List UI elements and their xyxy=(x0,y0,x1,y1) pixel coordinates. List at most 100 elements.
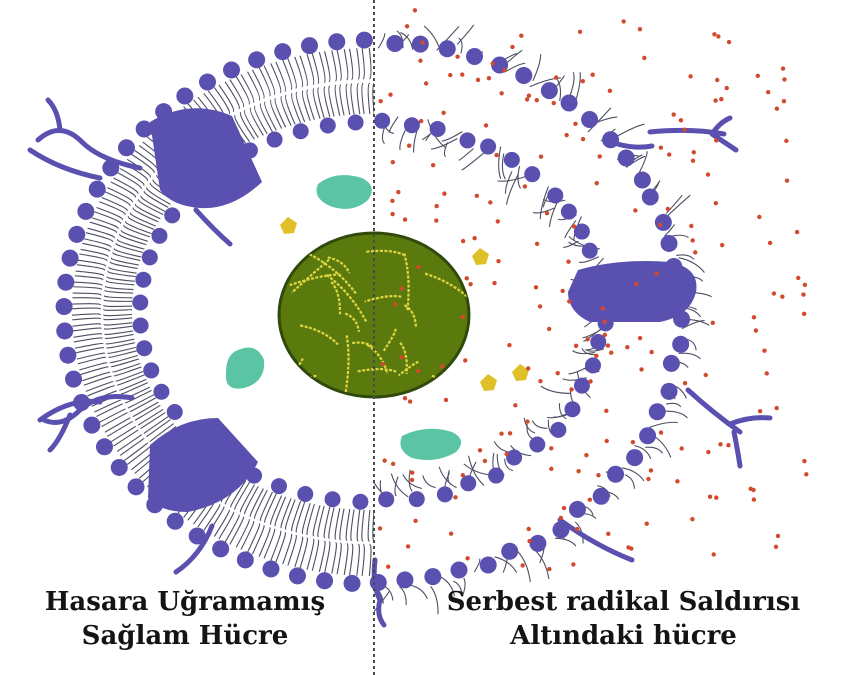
free-radical xyxy=(604,439,608,443)
glycoprotein-strand xyxy=(38,100,140,168)
lipid-tail xyxy=(379,510,381,541)
lipid-tail xyxy=(601,243,628,252)
lipid-tail xyxy=(313,505,320,535)
lipid-tail xyxy=(344,49,348,80)
free-radical xyxy=(621,19,625,23)
outer-lipid-head xyxy=(248,51,265,68)
outer-lipid-head xyxy=(57,274,74,291)
free-radical xyxy=(545,211,549,215)
free-radical xyxy=(581,137,585,141)
broken-lipid-tail xyxy=(322,15,327,42)
outer-lipid-head xyxy=(356,32,373,49)
free-radical xyxy=(575,527,579,531)
lipid-tail xyxy=(610,334,638,338)
lipid-tail xyxy=(568,426,591,444)
free-radical xyxy=(716,34,720,38)
broken-lipid-tail xyxy=(400,130,406,150)
broken-lipid-tail xyxy=(224,35,232,64)
lipid-tail xyxy=(443,501,451,531)
broken-lipid-tail xyxy=(448,470,451,484)
free-radical xyxy=(527,527,531,531)
free-radical xyxy=(461,473,465,477)
free-radical xyxy=(494,153,498,157)
lipid-tail xyxy=(525,505,541,531)
lipid-tail xyxy=(633,239,660,248)
lipid-tail xyxy=(628,222,654,233)
free-radical xyxy=(566,259,570,263)
free-radical xyxy=(484,123,488,127)
broken-lipid-tail xyxy=(148,270,166,275)
outer-lipid-head xyxy=(68,226,85,243)
lipid-tail xyxy=(426,540,432,570)
lipid-tail xyxy=(545,449,565,471)
free-radical xyxy=(590,73,594,77)
inner-lipid-head xyxy=(135,272,151,288)
lipid-tail xyxy=(357,48,360,79)
lipid-tail xyxy=(604,364,631,372)
free-radical xyxy=(391,160,395,164)
lipid-tail xyxy=(601,371,628,381)
chromatin-strand xyxy=(303,377,307,413)
lipid-tail xyxy=(75,276,103,280)
inner-lipid-head xyxy=(564,401,580,417)
free-radical xyxy=(666,207,670,211)
inner-lipid-head xyxy=(293,123,309,139)
outer-lipid-head xyxy=(118,139,135,156)
outer-lipid-head xyxy=(262,560,279,577)
lipid-tail xyxy=(414,87,419,118)
lipid-tail xyxy=(564,430,586,449)
broken-lipid-tail xyxy=(137,288,169,295)
lipid-tail xyxy=(404,50,407,81)
lipid-tail xyxy=(560,480,579,503)
outer-lipid-head xyxy=(663,355,680,372)
lipid-tail xyxy=(548,111,566,135)
inner-lipid-head xyxy=(136,340,152,356)
glycoprotein-strand xyxy=(688,390,770,466)
free-radical xyxy=(766,90,770,94)
lipid-tail xyxy=(609,343,637,348)
free-radical xyxy=(573,122,577,126)
lipid-tail xyxy=(626,395,652,406)
lipid-tail xyxy=(617,197,642,210)
lipid-tail xyxy=(588,398,613,412)
inner-lipid-head xyxy=(153,384,169,400)
lipid-tail xyxy=(75,343,103,348)
free-radical xyxy=(381,362,385,366)
lipid-tail xyxy=(392,544,394,575)
lipid-tail xyxy=(572,469,593,490)
free-radical xyxy=(595,181,599,185)
free-radical xyxy=(441,111,445,115)
lipid-tail xyxy=(594,225,620,237)
lipid-tail xyxy=(568,180,591,198)
healthy-cell-caption: Hasara Uğramamış Sağlam Hücre xyxy=(0,585,370,653)
broken-lipid-tail xyxy=(150,266,174,284)
free-radical xyxy=(606,532,610,536)
lipid-tail xyxy=(635,243,662,251)
lipid-tail xyxy=(369,48,371,79)
free-radical xyxy=(804,472,808,476)
lipid-tail xyxy=(90,222,117,233)
free-radical xyxy=(679,446,683,450)
outer-lipid-head xyxy=(661,383,678,400)
lipid-tail xyxy=(573,420,597,437)
free-radical xyxy=(434,204,438,208)
lipid-tail xyxy=(225,82,239,109)
free-radical xyxy=(639,367,643,371)
glycoprotein-strand xyxy=(196,210,230,244)
lipid-tail xyxy=(631,382,658,392)
lipid-tail xyxy=(587,151,609,170)
lipid-tail xyxy=(404,543,407,574)
lipid-tail xyxy=(439,502,447,532)
lipid-tail xyxy=(642,338,670,342)
lipid-tail xyxy=(307,54,314,84)
lipid-tail xyxy=(431,54,437,84)
free-radical xyxy=(538,379,542,383)
broken-lipid-tail xyxy=(83,434,97,441)
outer-lipid-head xyxy=(639,427,656,444)
lipid-tail xyxy=(72,298,100,300)
vacuole xyxy=(400,429,461,460)
lipid-tail xyxy=(624,400,650,412)
free-radical xyxy=(413,8,417,12)
broken-lipid-tail xyxy=(666,195,691,217)
lipid-tail xyxy=(491,74,503,102)
